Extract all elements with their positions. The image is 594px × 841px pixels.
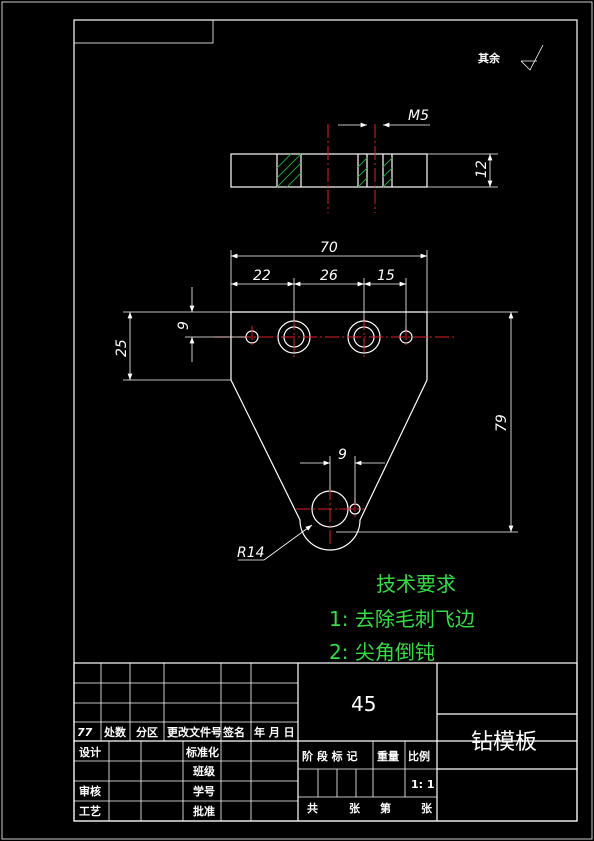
label-design: 设计 [79, 745, 101, 759]
dim-left-offset: 22 [253, 268, 271, 284]
top-view: M5 12 [230, 108, 498, 213]
rev-col-sign: 签名 [222, 725, 245, 739]
dim-total-height: 79 [494, 414, 510, 432]
dim-top-band: 9 [176, 321, 192, 330]
label-sheets-unit: 张 [349, 801, 361, 815]
scale-value: 1: 1 [411, 778, 435, 791]
code-box [73, 19, 214, 44]
label-standardize: 标准化 [185, 745, 219, 759]
plate-section [230, 153, 428, 188]
label-sheet-unit2: 张 [421, 801, 433, 815]
label-scale: 比例 [408, 749, 430, 763]
label-weight: 重量 [377, 749, 399, 763]
tech-req-item-1: 1: 去除毛刺飞边 [329, 607, 475, 631]
part-outline [230, 311, 428, 551]
surface-roughness-symbol: 其余 [478, 44, 544, 71]
dim-overall-width: 70 [320, 240, 338, 256]
part-name: 钻模板 [471, 730, 537, 755]
tech-req-item-2: 2: 尖角倒钝 [329, 640, 435, 664]
section-hatching [276, 153, 393, 188]
material: 45 [351, 692, 376, 716]
dim-hole-spacing: 26 [320, 268, 338, 284]
rev-col-date: 年 月 日 [254, 725, 295, 739]
dim-thickness: 12 [474, 160, 490, 178]
rev-col-count: 处数 [103, 725, 127, 739]
label-class: 班级 [193, 764, 216, 778]
dim-bottom-offset: 9 [338, 447, 347, 463]
dim-radius: R14 [237, 545, 265, 561]
label-sheets-total: 共 [307, 801, 318, 815]
dim-thread: M5 [408, 108, 429, 124]
label-stage: 阶 段 标 记 [302, 749, 358, 763]
roughness-label: 其余 [478, 51, 501, 65]
rev-col-zone: 分区 [136, 725, 158, 739]
front-view: 70 22 26 15 25 9 79 9 R14 [114, 240, 518, 561]
technical-requirements: 技术要求 1: 去除毛刺飞边 2: 尖角倒钝 [329, 572, 475, 664]
label-student-id: 学号 [193, 784, 215, 798]
dim-upper-height: 25 [114, 339, 130, 357]
label-sheet-no: 第 [380, 801, 391, 815]
title-block: 45 钻模板 77 处数 分区 更改文件号 签名 年 月 日 设计 标准化 班级… [73, 662, 578, 822]
rev-col-mark: 77 [77, 726, 93, 739]
dim-right-offset: 15 [377, 268, 395, 284]
rev-col-doc: 更改文件号 [167, 725, 222, 739]
label-review: 审核 [79, 784, 101, 798]
label-approve: 批准 [193, 804, 215, 818]
label-process: 工艺 [79, 804, 101, 818]
tech-req-title: 技术要求 [376, 572, 456, 596]
